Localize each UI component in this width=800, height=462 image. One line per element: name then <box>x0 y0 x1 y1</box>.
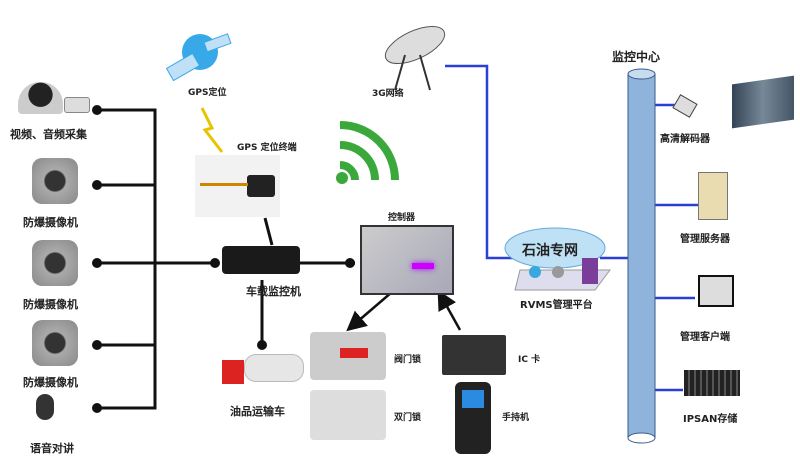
valve-lock-icon <box>310 332 386 380</box>
handheld-icon <box>455 382 491 454</box>
client-pc-icon <box>698 275 734 307</box>
server-icon <box>698 172 728 220</box>
dome-camera-icon <box>18 82 63 114</box>
controller-icon <box>360 225 454 295</box>
ic-card-label: IC 卡 <box>518 355 541 365</box>
door-lock-icon <box>310 390 386 440</box>
ic-card-icon <box>442 335 506 375</box>
dvr-label: 车载监控机 <box>246 285 301 298</box>
explosion-proof-camera-icon <box>32 320 78 366</box>
rvms-label: RVMS管理平台 <box>520 300 593 311</box>
controller-label: 控制器 <box>388 213 416 223</box>
pickup-icon <box>64 97 90 113</box>
device-label: 语音对讲 <box>30 442 74 455</box>
microphone-icon <box>36 394 54 420</box>
center-item-label: 高清解码器 <box>660 134 710 145</box>
gps-terminal-icon <box>195 155 280 217</box>
3g-network-label: 3G网络 <box>372 89 404 99</box>
vehicle-dvr-icon <box>222 246 300 274</box>
video-wall-icon <box>732 75 794 129</box>
door-lock-label: 双门锁 <box>394 413 422 423</box>
globe-icon <box>165 33 232 82</box>
center-title: 监控中心 <box>612 50 661 64</box>
gps-label: GPS定位 <box>188 88 227 98</box>
center-item-label: IPSAN存储 <box>683 414 738 425</box>
device-label: 防爆摄像机 <box>23 298 78 311</box>
device-label: 防爆摄像机 <box>23 216 78 229</box>
wifi-icon <box>339 121 399 181</box>
satellite-dish-icon <box>384 25 446 91</box>
cloud-label: 石油专网 <box>522 243 578 259</box>
truck-label: 油品运输车 <box>230 405 285 418</box>
pipe-icon <box>627 68 656 444</box>
center-item-label: 管理客户端 <box>680 332 730 343</box>
gps-terminal-label: GPS 定位终端 <box>237 143 297 153</box>
handheld-label: 手持机 <box>502 413 530 423</box>
cloud-icon <box>504 227 611 291</box>
explosion-proof-camera-icon <box>32 240 78 286</box>
device-label: 视频、音频采集 <box>10 128 87 141</box>
device-label: 防爆摄像机 <box>23 376 78 389</box>
explosion-proof-camera-icon <box>32 158 78 204</box>
ipsan-storage-icon <box>684 370 740 396</box>
valve-lock-label: 阀门锁 <box>394 355 422 365</box>
center-item-label: 管理服务器 <box>680 234 730 245</box>
oil-truck-icon <box>222 350 304 390</box>
